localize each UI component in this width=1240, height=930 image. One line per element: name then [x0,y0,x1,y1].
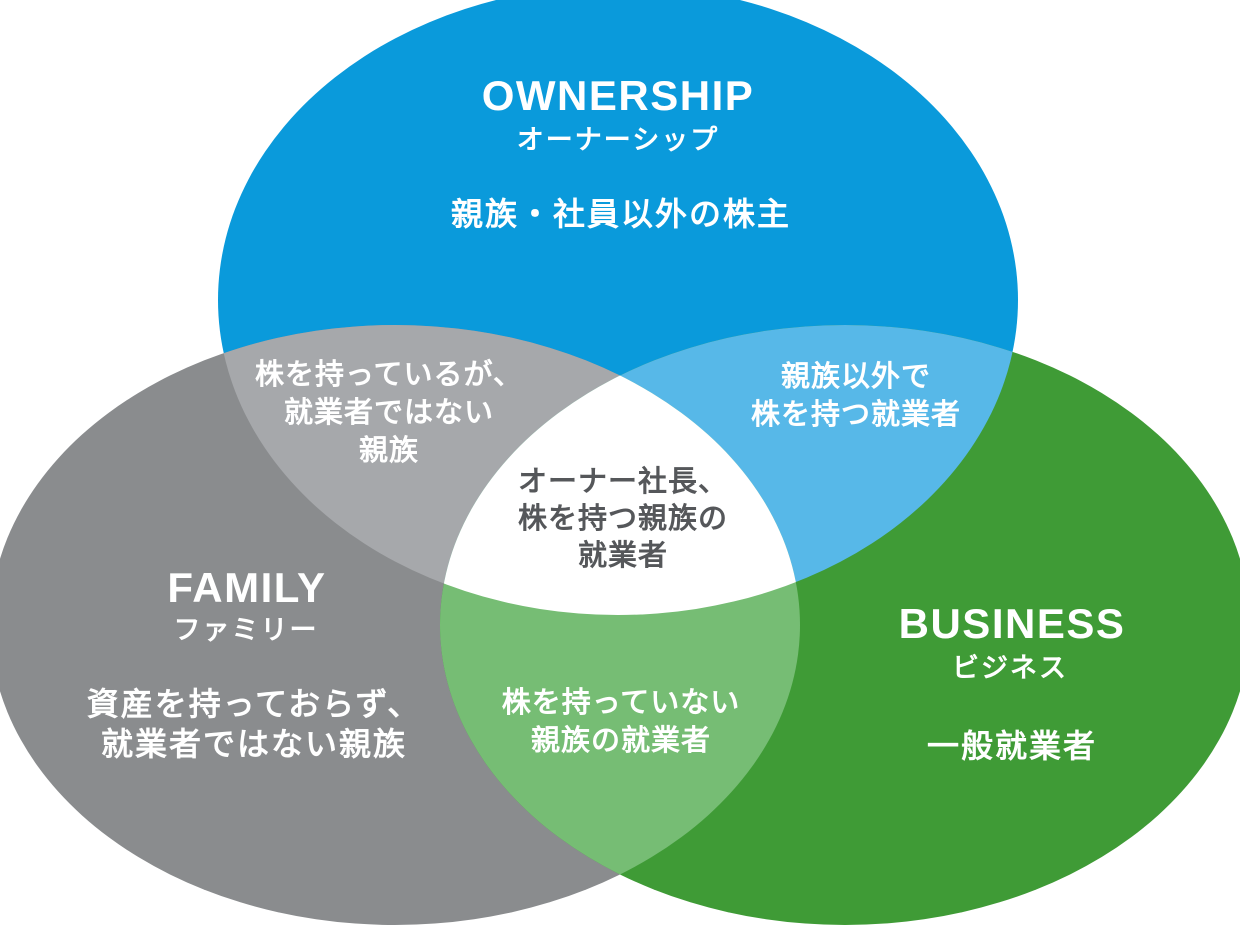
family-description: 資産を持っておらず、 就業者ではない親族 [87,684,422,764]
ownership-business-line1: 親族以外で [780,361,932,393]
ownership-business-overlap-text: 親族以外で 株を持つ就業者 [751,358,961,434]
business-subtitle: ビジネス [952,653,1068,683]
center-line3: 就業者 [577,540,669,572]
ownership-business-line2: 株を持つ就業者 [750,399,962,431]
ownership-family-line2: 就業者ではない [283,397,495,429]
family-title: FAMILY [167,564,327,611]
ownership-description: 親族・社員以外の株主 [450,196,792,232]
family-business-overlap-text: 株を持っていない 親族の就業者 [502,684,741,760]
business-title: BUSINESS [898,600,1126,647]
center-line1: オーナー社長、 [517,466,729,498]
family-description-line1: 資産を持っておらず、 [86,686,422,722]
center-overlap-text: オーナー社長、 株を持つ親族の 就業者 [518,464,728,575]
ownership-family-overlap-text: 株を持っているが、 就業者ではない 親族 [255,356,523,470]
ownership-title: OWNERSHIP [481,72,755,119]
ownership-family-line1: 株を持っているが、 [255,359,523,391]
center-line2: 株を持つ親族の [517,503,729,535]
family-business-line2: 親族の就業者 [530,725,711,757]
ownership-family-line3: 親族 [358,435,420,467]
family-business-line1: 株を持っていない [501,687,741,719]
center-overlap-shape [440,325,800,615]
ownership-subtitle: オーナーシップ [516,125,720,155]
family-description-line2: 就業者ではない親族 [100,726,407,762]
business-description: 一般就業者 [926,728,1098,764]
family-subtitle: ファミリー [173,615,319,645]
